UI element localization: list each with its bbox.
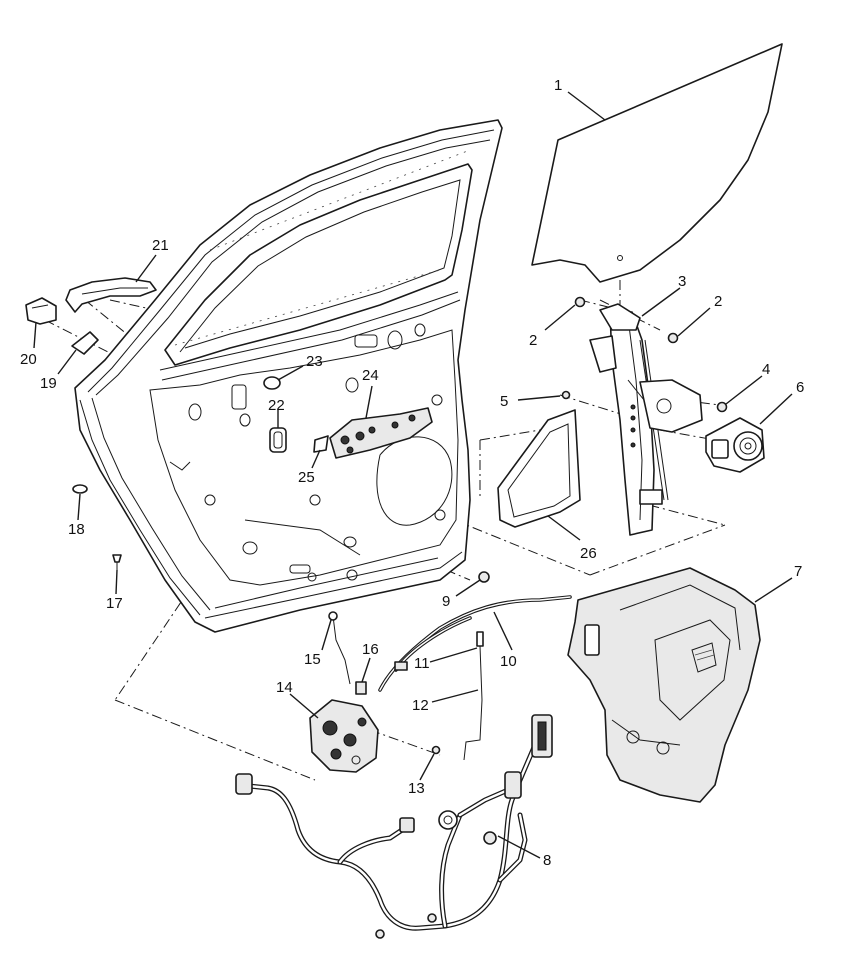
callout-19: 19 [40,375,57,392]
callout-4: 4 [762,361,770,378]
callout-7: 7 [794,563,802,580]
callout-24: 24 [362,367,379,384]
leader-lines [33,91,793,859]
callout-26: 26 [580,545,597,562]
callout-2-right: 2 [714,293,722,310]
callout-labels: 1 2 2 3 4 5 6 7 8 9 10 11 12 13 14 15 16… [20,77,804,869]
lock-control-module [329,407,433,459]
clip [72,484,88,494]
water-deflector [567,567,761,803]
rod-clip [355,681,367,695]
door-panel [74,119,503,633]
outside-door-handle [65,277,157,313]
callout-23: 23 [306,353,323,370]
lock-bracket [313,435,329,453]
lock-bolt [478,571,490,583]
callout-11: 11 [414,655,430,672]
callout-6: 6 [796,379,804,396]
callout-12: 12 [412,697,429,714]
window-glass [531,43,783,283]
callout-15: 15 [304,651,321,668]
callout-22: 22 [268,397,285,414]
callout-25: 25 [298,469,315,486]
callout-8: 8 [543,852,551,869]
door-latch [309,699,379,773]
lock-rod [463,631,484,761]
handle-seal [71,331,99,355]
motor-bolt [716,401,728,413]
callout-10: 10 [500,653,517,670]
regulator-screw [561,390,571,400]
callout-5: 5 [500,393,508,410]
door-plugs [263,376,287,453]
window-bolts [574,296,679,344]
lock-cable [378,595,572,692]
callout-2-left: 2 [529,332,537,349]
corner-seal [497,409,581,528]
window-motor [705,417,765,473]
callout-1: 1 [554,77,562,94]
callout-18: 18 [68,521,85,538]
window-regulator [589,303,703,536]
callout-21: 21 [152,237,169,254]
callout-3: 3 [678,273,686,290]
callout-20: 20 [20,351,37,368]
latch-screw [431,745,441,755]
callout-16: 16 [362,641,379,658]
callout-14: 14 [276,679,293,696]
callout-9: 9 [442,593,450,610]
wiring-harness [235,714,553,939]
callout-13: 13 [408,780,425,797]
handle-cap [25,297,57,325]
lock-link-rod [328,611,351,685]
trim-screw [112,554,122,570]
callout-17: 17 [106,595,123,612]
